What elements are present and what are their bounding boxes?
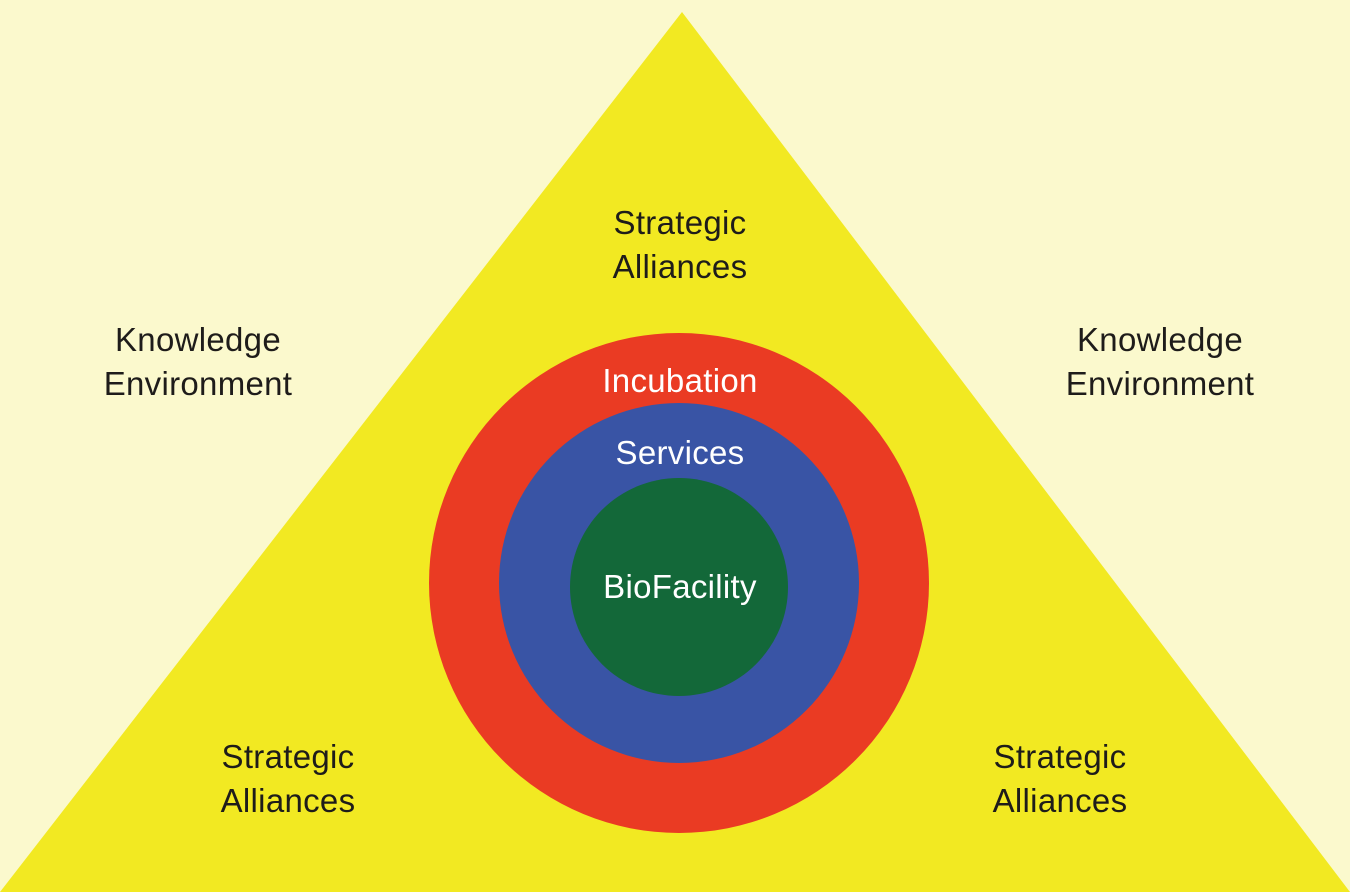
label-knowledge-environment-left: Knowledge Environment	[103, 321, 293, 402]
label-incubation: Incubation	[602, 362, 758, 399]
label-strategic-alliances-bottom-left: Strategic Alliances	[220, 738, 356, 819]
label-knowledge-environment-right: Knowledge Environment	[1065, 321, 1255, 402]
biofacility-core	[570, 478, 788, 696]
label-strategic-alliances-bottom-right: Strategic Alliances	[992, 738, 1128, 819]
label-biofacility: BioFacility	[603, 568, 757, 605]
label-services: Services	[615, 434, 745, 471]
label-strategic-alliances-top: Strategic Alliances	[612, 204, 748, 285]
